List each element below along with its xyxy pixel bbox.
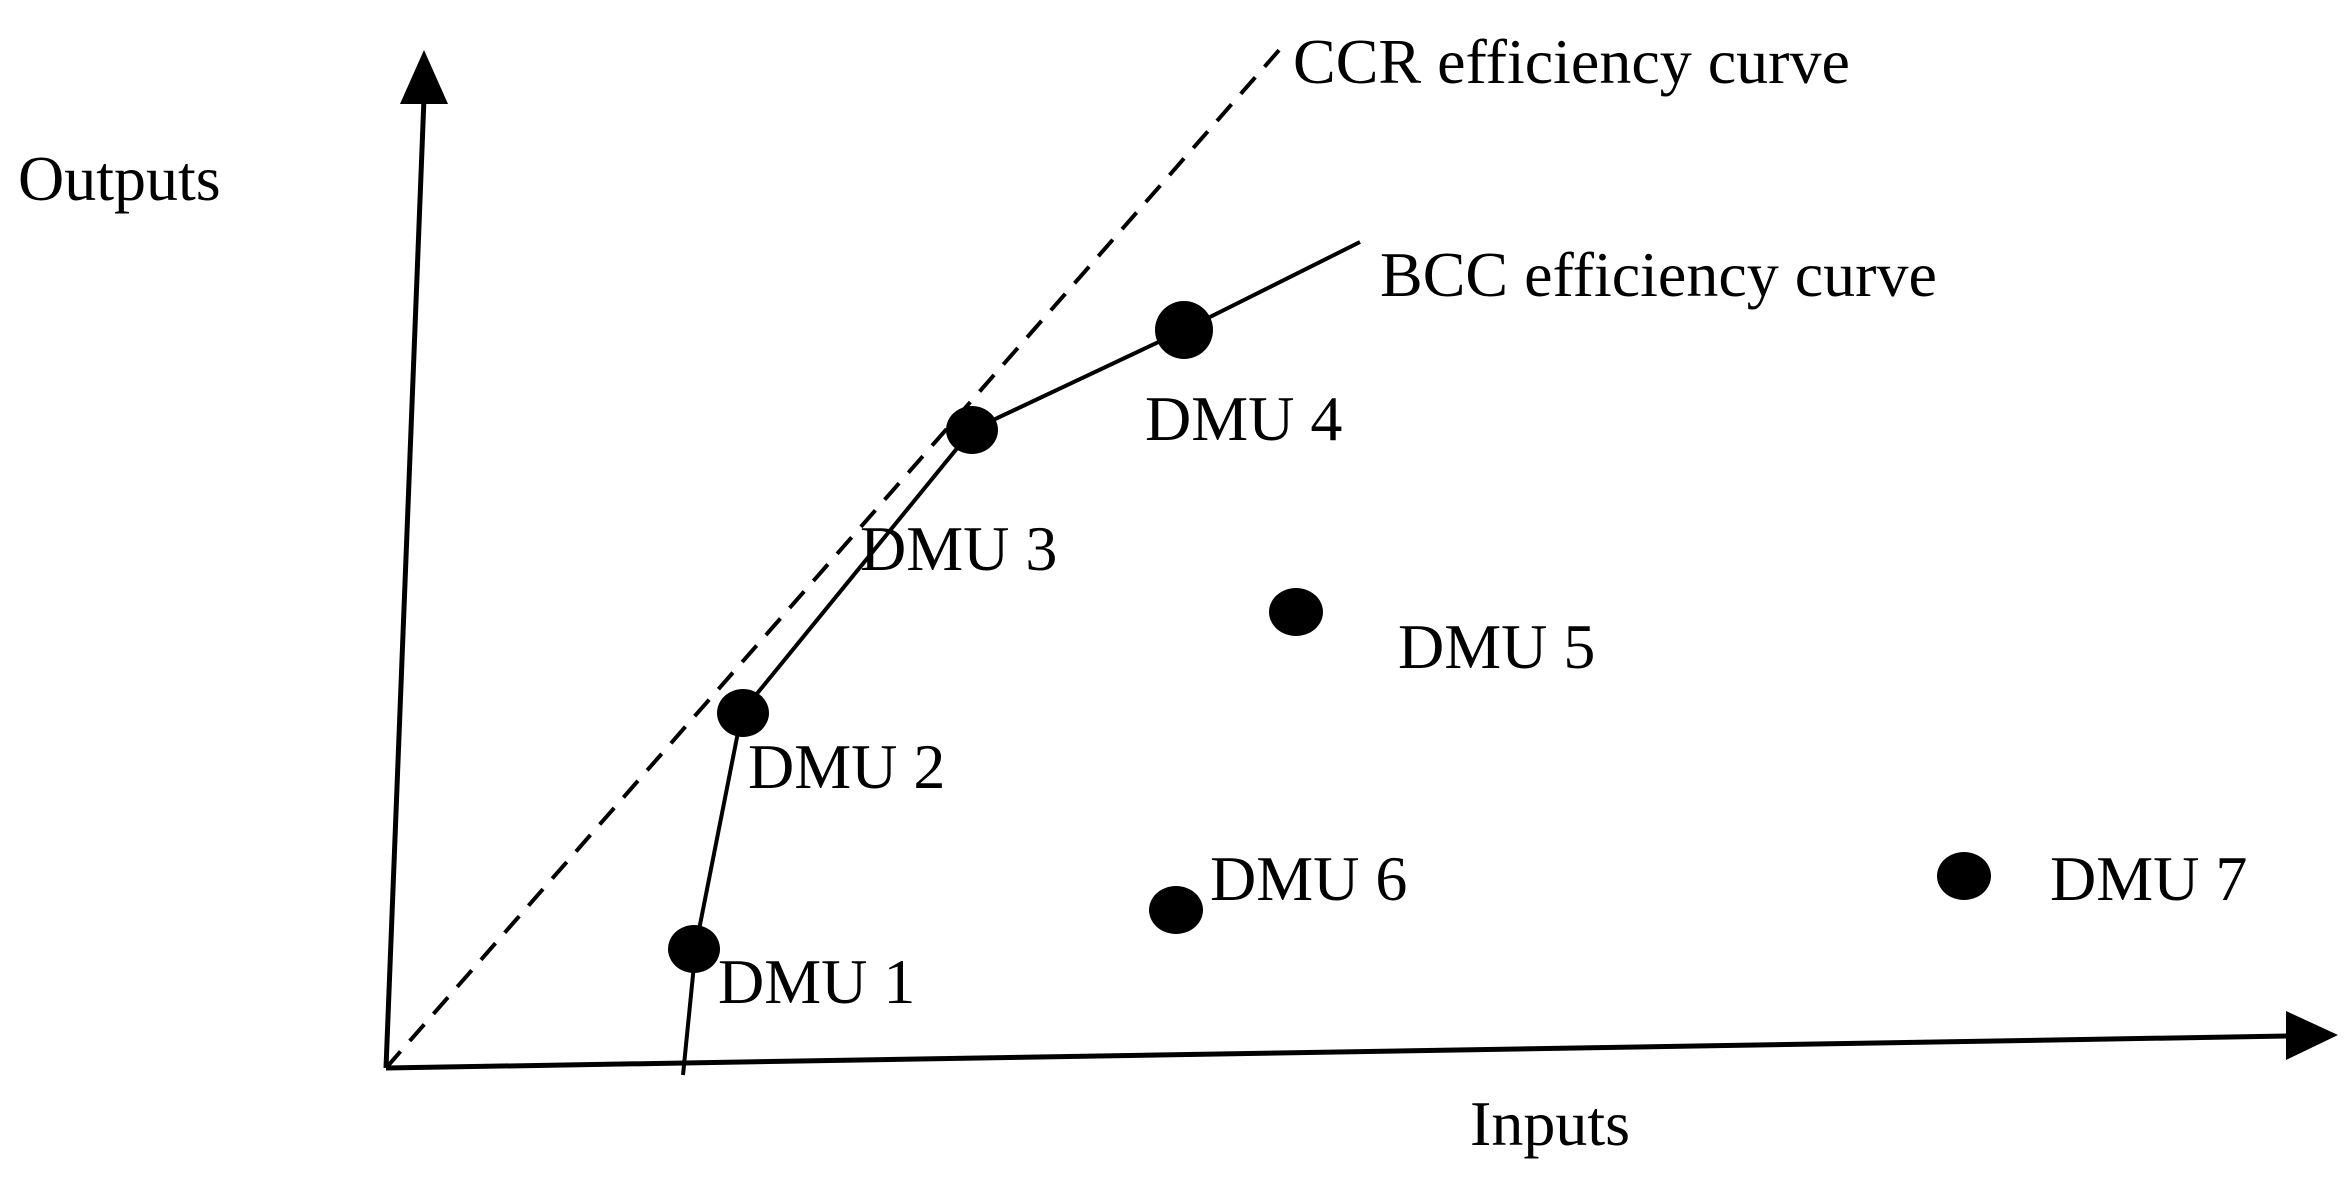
x-axis-line xyxy=(385,1033,2291,1071)
ccr-efficiency-curve xyxy=(384,38,1290,1070)
dmu-5-label: DMU 5 xyxy=(1398,611,1595,682)
dmu-4-label: DMU 4 xyxy=(1145,383,1342,454)
dmu-5-point xyxy=(1269,588,1323,636)
ccr-curve-label: CCR efficiency curve xyxy=(1293,26,1850,97)
bcc-curve-label: BCC efficiency curve xyxy=(1380,239,1937,310)
x-axis-label: Inputs xyxy=(1470,1088,1630,1159)
axes xyxy=(383,50,2338,1071)
dmu-2-label: DMU 2 xyxy=(748,731,945,802)
dmu-6-point xyxy=(1149,886,1203,934)
labels: Outputs Inputs CCR efficiency curve BCC … xyxy=(18,26,2247,1159)
dmu-6-label: DMU 6 xyxy=(1210,843,1407,914)
dmu-4-point xyxy=(1155,301,1213,359)
dmu-7-point xyxy=(1937,852,1991,900)
dmu-7-label: DMU 7 xyxy=(2050,843,2247,914)
y-axis-arrowhead xyxy=(400,50,448,104)
dmu-points xyxy=(668,301,1991,973)
x-axis-arrowhead xyxy=(2286,1011,2338,1060)
y-axis-line xyxy=(383,97,427,1069)
dmu-1-point xyxy=(668,925,720,973)
dmu-1-label: DMU 1 xyxy=(718,946,915,1017)
dmu-3-label: DMU 3 xyxy=(860,513,1057,584)
dmu-3-point xyxy=(946,406,998,454)
dmu-2-point xyxy=(717,689,769,737)
y-axis-label: Outputs xyxy=(18,143,221,214)
